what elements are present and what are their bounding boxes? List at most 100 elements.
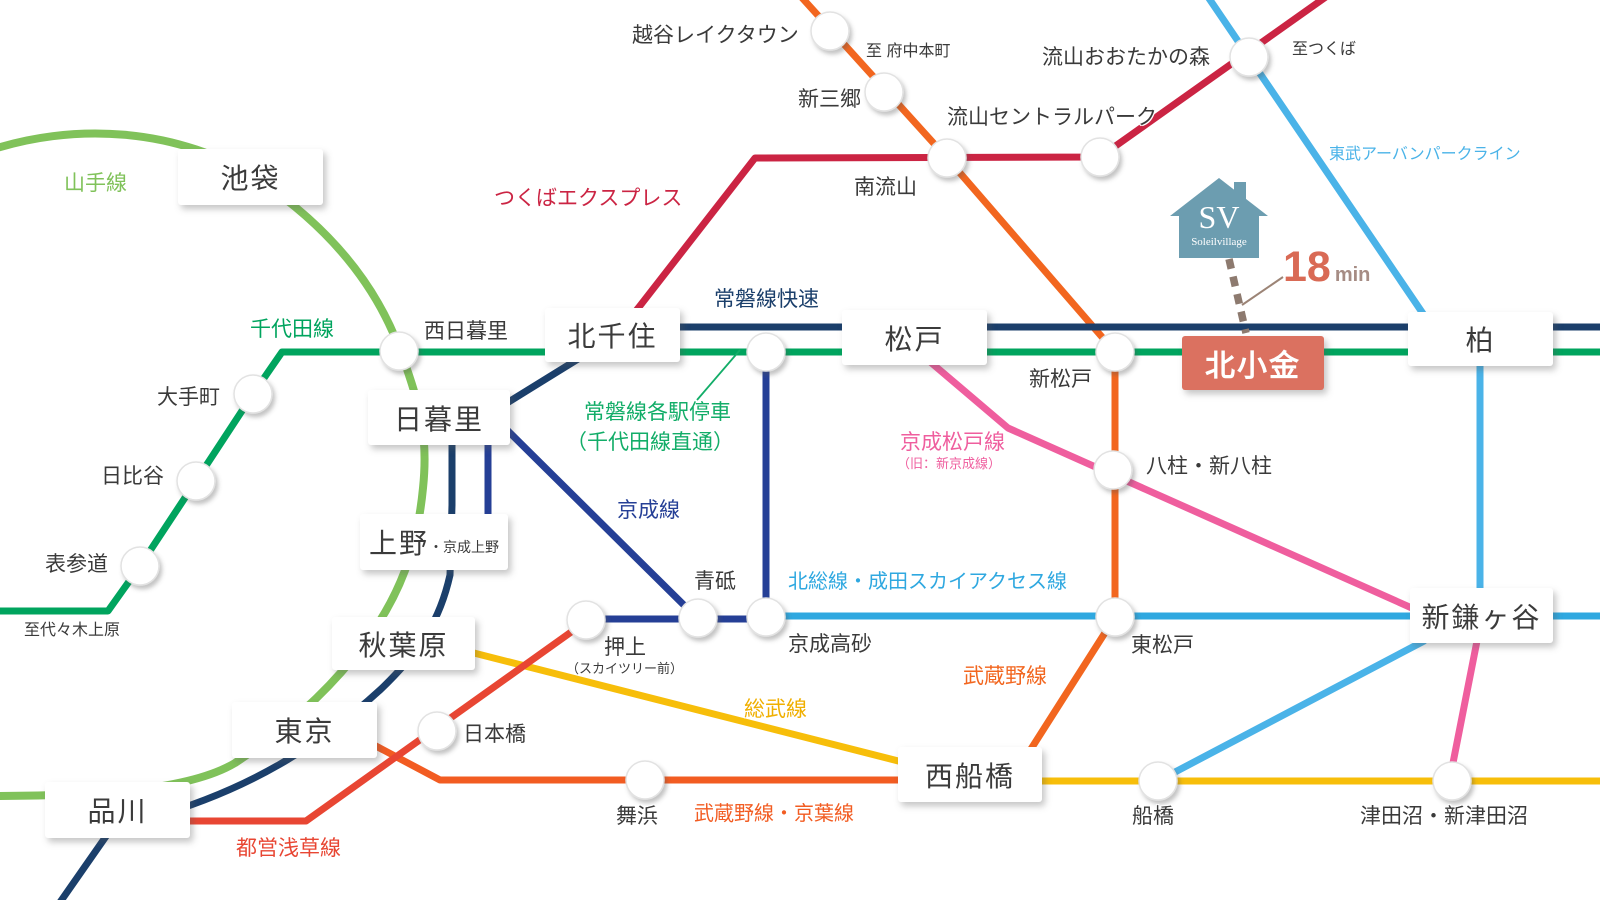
- line-keisei-matsudo: [924, 356, 1481, 772]
- station-label-shinmisato: 新三郷: [798, 88, 861, 111]
- line-label-hokuso: 北総線・成田スカイアクセス線: [788, 571, 1067, 593]
- station-box-ikebukuro: 池袋: [178, 149, 323, 205]
- station-box-label: 日暮里: [393, 403, 484, 435]
- line-label-yamanote: 山手線: [64, 172, 127, 195]
- station-box-label: 松戸: [884, 323, 945, 355]
- station-box-nishifunabashi: 西船橋: [898, 747, 1042, 802]
- station-box-kashiwa: 柏: [1408, 312, 1553, 366]
- line-tobu-urban-park: [1154, 0, 1484, 785]
- station-box-tokyo: 東京: [232, 702, 377, 758]
- station-label-funabashi: 船橋: [1132, 805, 1174, 828]
- line-label-joban-local: 常磐線各駅停車: [584, 401, 731, 424]
- station-label-hibiya: 日比谷: [101, 465, 164, 488]
- direction-label-tsukuba: 至つくば: [1292, 41, 1357, 58]
- station-box-label: 品川: [87, 796, 148, 827]
- line-label-chiyoda: 千代田線: [250, 318, 334, 341]
- commute-time-unit: min: [1334, 264, 1371, 286]
- station-node: [1093, 450, 1133, 490]
- joban-local-callout-line: [696, 349, 741, 401]
- house-body: [1170, 178, 1268, 258]
- station-label-koshigaya-laketown: 越谷レイクタウン: [632, 24, 799, 47]
- time-callout-line: [1241, 276, 1284, 306]
- station-box-label: 北千住: [567, 321, 658, 352]
- station-label-tsudanuma: 津田沼・新津田沼: [1360, 805, 1528, 828]
- line-label-keisei-matsudo: 京成松戸線: [900, 431, 1005, 454]
- station-box-ueno: 上野・京成上野: [360, 514, 508, 570]
- line-label-musashino: 武蔵野線: [963, 665, 1047, 688]
- station-label-aoto: 青砥: [694, 570, 736, 593]
- line-label-keisei: 京成線: [617, 499, 680, 522]
- station-box-matsudo: 松戸: [842, 310, 987, 365]
- house-brand: Soleilvillage: [1191, 236, 1247, 248]
- station-node: [1095, 332, 1135, 372]
- station-box-shinagawa: 品川: [45, 782, 190, 838]
- station-box-label: 東京: [274, 716, 335, 747]
- station-node: [379, 331, 419, 371]
- line-keisei: [484, 348, 770, 623]
- station-box-label: 上野: [368, 528, 429, 559]
- station-label-keisei-takasago: 京成高砂: [788, 633, 872, 656]
- station-label-higashimatsudo: 東松戸: [1131, 634, 1194, 657]
- station-box-nippori: 日暮里: [368, 390, 510, 445]
- line-label-sobu: 総武線: [744, 698, 807, 721]
- line-label-joban-local-2: （千代田線直通）: [566, 431, 734, 454]
- line-label-keisei-matsudo-2: （旧：新京成線）: [897, 456, 1002, 471]
- station-label-nihombashi: 日本橋: [463, 723, 526, 746]
- soleilvillage-house-icon: SV Soleilvillage: [1170, 178, 1268, 258]
- line-label-tobu: 東武アーバンパークライン: [1329, 146, 1521, 163]
- station-label-nagareyama-central-park: 流山セントラルパーク: [947, 106, 1157, 129]
- station-node: [417, 711, 457, 751]
- direction-label-fuchuhommachi: 至 府中本町: [866, 43, 951, 60]
- station-label-minami-nagareyama: 南流山: [854, 176, 917, 199]
- station-node: [746, 597, 786, 637]
- station-label-nishinippori: 西日暮里: [424, 320, 508, 343]
- station-node: [1095, 597, 1135, 637]
- line-yamanote: [0, 129, 429, 800]
- line-label-asakusa: 都営浅草線: [236, 837, 341, 860]
- station-label-omotesando: 表参道: [45, 553, 108, 576]
- station-node: [810, 11, 850, 51]
- station-box-kitasenju: 北千住: [545, 308, 680, 362]
- station-label-yabashira: 八柱・新八柱: [1146, 455, 1272, 478]
- station-node: [625, 760, 665, 800]
- station-label-nagareyama-otakanomori: 流山おおたかの森: [1042, 46, 1210, 69]
- station-box-label: 柏: [1465, 325, 1496, 356]
- station-nodes: [120, 11, 1472, 801]
- commute-time-value: 18: [1283, 243, 1331, 291]
- station-box-label: 秋葉原: [358, 629, 449, 661]
- station-node: [566, 600, 606, 640]
- station-box-label: 新鎌ヶ谷: [1421, 601, 1542, 633]
- station-box-label: 西船橋: [924, 760, 1015, 792]
- station-node: [1080, 137, 1120, 177]
- station-node: [1432, 761, 1472, 801]
- line-label-tsukuba-express: つくばエクスプレス: [494, 187, 683, 210]
- station-node: [927, 138, 967, 178]
- station-node: [746, 332, 786, 372]
- line-asakusa: [184, 616, 592, 825]
- station-box-sublabel: ・京成上野: [429, 539, 499, 555]
- station-label-oshiage: 押上: [604, 636, 646, 659]
- station-node: [678, 598, 718, 638]
- station-node: [1138, 761, 1178, 801]
- station-node: [176, 461, 216, 501]
- house-access-dashed-line: [1225, 258, 1250, 334]
- station-node: [120, 546, 160, 586]
- station-node: [233, 374, 273, 414]
- station-node: [1229, 37, 1269, 77]
- direction-label-yoyogiuehara: 至代々木上原: [24, 622, 121, 639]
- house-initials: SV: [1199, 199, 1240, 235]
- station-box-label: 北小金: [1205, 350, 1301, 383]
- station-label-otemachi: 大手町: [157, 386, 220, 409]
- station-label-maihama: 舞浜: [616, 805, 658, 828]
- line-label-musashino-keiyo: 武蔵野線・京葉線: [694, 803, 854, 825]
- station-box-kitakogane-highlight: 北小金: [1182, 336, 1324, 390]
- station-box-label: 池袋: [220, 163, 281, 194]
- station-label-oshiage-sub: （スカイツリー前）: [566, 661, 684, 676]
- station-label-shinmatsudo: 新松戸: [1029, 368, 1092, 391]
- station-node: [864, 72, 904, 112]
- station-box-shinkamagaya: 新鎌ヶ谷: [1410, 588, 1553, 643]
- station-box-akihabara: 秋葉原: [332, 617, 475, 670]
